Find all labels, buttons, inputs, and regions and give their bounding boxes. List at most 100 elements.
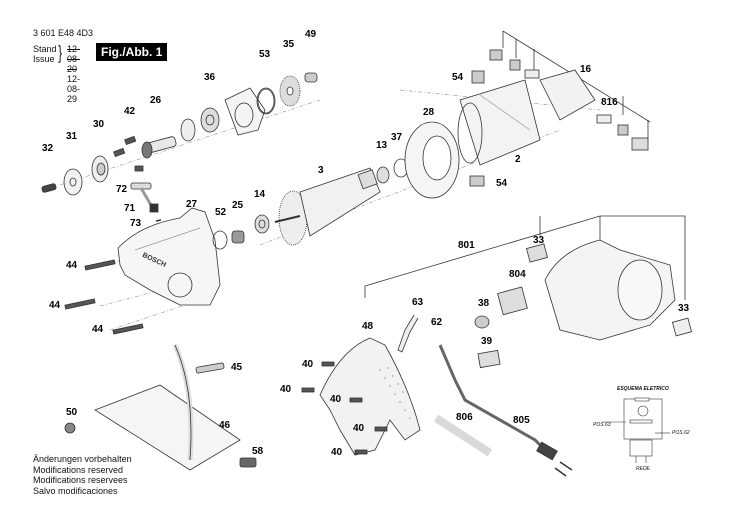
part-label: 33 [678, 303, 690, 314]
part-label: 2 [515, 154, 521, 165]
wiring-schematic [602, 397, 670, 463]
part-button-38 [474, 315, 490, 329]
part-brush-kit-16 [489, 30, 651, 151]
note-line-en: Modifications reserved [33, 464, 124, 475]
part-bearing-set-36 [180, 87, 266, 142]
part-base-plate-46 [94, 343, 241, 471]
part-label: 42 [124, 106, 136, 117]
part-handle-48 [319, 337, 421, 456]
part-power-cord-805 [438, 344, 573, 477]
note-line-es: Salvo modificaciones [33, 485, 118, 496]
part-label: 33 [533, 235, 545, 246]
part-screws-42 [113, 135, 144, 172]
part-label: 35 [283, 39, 295, 50]
part-label: 40 [302, 359, 314, 370]
part-ring-52 [212, 230, 228, 250]
part-screws-44 [64, 259, 144, 335]
part-spring-62-63 [397, 314, 419, 353]
part-label: 44 [49, 300, 61, 311]
part-bushing-49 [304, 72, 318, 83]
part-label: 40 [331, 447, 343, 458]
stand-date: 12-08-20 [67, 44, 81, 74]
part-label: 806 [456, 412, 473, 423]
part-o-ring-53 [256, 87, 276, 115]
part-label: 50 [66, 407, 78, 418]
part-label: 53 [259, 49, 271, 60]
part-stator-2 [457, 79, 541, 166]
part-gear-35 [279, 75, 301, 107]
part-bearing-14 [254, 214, 270, 234]
part-cover-33-right [671, 317, 693, 337]
note-line-fr: Modifications reservees [33, 475, 128, 485]
part-label: 58 [252, 446, 264, 457]
brace-glyph: } [58, 43, 63, 64]
part-label: 801 [458, 240, 475, 251]
part-label: 39 [481, 336, 493, 347]
part-spring-71 [149, 203, 159, 213]
part-sleeve-806 [433, 414, 493, 457]
part-label: 71 [124, 203, 136, 214]
part-pin-73 [155, 219, 162, 222]
part-screw-45 [195, 362, 225, 374]
part-label: 13 [376, 140, 388, 151]
issue-label: Issue [33, 54, 55, 64]
part-label: 816 [601, 97, 618, 108]
schematic-title: ESQUEMA ELETRICO [617, 386, 669, 392]
part-cover-33-left [526, 243, 548, 263]
part-label: 16 [580, 64, 592, 75]
part-label: 52 [215, 207, 227, 218]
part-bearing-25 [231, 230, 245, 244]
part-label: 40 [330, 394, 342, 405]
part-label: 38 [478, 298, 490, 309]
part-label: 40 [280, 384, 292, 395]
part-label: 30 [93, 119, 105, 130]
part-label: 54 [496, 178, 508, 189]
part-label: 32 [42, 143, 54, 154]
part-label: 49 [305, 29, 317, 40]
stand-label: Stand [33, 44, 57, 54]
part-lock-pin-72 [130, 182, 153, 206]
part-bearing-13 [376, 166, 390, 184]
schematic-pos-right: POS.62 [672, 430, 690, 436]
part-flange-30 [91, 155, 109, 183]
part-label: 44 [92, 324, 104, 335]
part-label: 46 [219, 420, 231, 431]
part-label: 27 [186, 199, 198, 210]
part-switch-804 [497, 286, 528, 316]
part-label: 40 [353, 423, 365, 434]
schematic-bottom-label: REDE [636, 466, 650, 472]
part-label: 805 [513, 415, 530, 426]
part-label: 3 [318, 165, 324, 176]
part-label: 62 [431, 317, 443, 328]
revision-block: Stand Issue } 12-08-20 12-08-29 [33, 43, 80, 105]
part-knob-58 [239, 457, 257, 468]
part-number-code: 3 601 E48 4D3 [33, 28, 94, 38]
part-label: 72 [116, 184, 128, 195]
part-cover-39 [477, 349, 501, 369]
part-clip-54-top [471, 70, 485, 84]
part-label: 54 [452, 72, 464, 83]
part-screw-32 [41, 183, 57, 193]
part-flange-31 [63, 168, 83, 196]
part-label: 14 [254, 189, 266, 200]
part-nut-50 [64, 422, 76, 434]
part-label: 44 [66, 260, 78, 271]
part-label: 48 [362, 321, 374, 332]
part-gear-housing-27: BOSCH [117, 207, 221, 306]
part-label: 804 [509, 269, 526, 280]
part-label: 37 [391, 132, 403, 143]
issue-date: 12-08-29 [67, 74, 81, 104]
note-line-de: Änderungen vorbehalten [33, 454, 132, 464]
part-label: 63 [412, 297, 424, 308]
part-label: 25 [232, 200, 244, 211]
part-clip-54-bottom [469, 175, 485, 187]
part-spindle-26 [141, 136, 177, 159]
part-motor-housing-801 [364, 215, 686, 341]
part-label: 28 [423, 107, 435, 118]
figure-badge: Fig./Abb. 1 [96, 43, 168, 61]
part-label: 73 [130, 218, 142, 229]
part-armature-3 [274, 167, 381, 246]
part-label: 36 [204, 72, 216, 83]
part-label: 31 [66, 131, 78, 142]
